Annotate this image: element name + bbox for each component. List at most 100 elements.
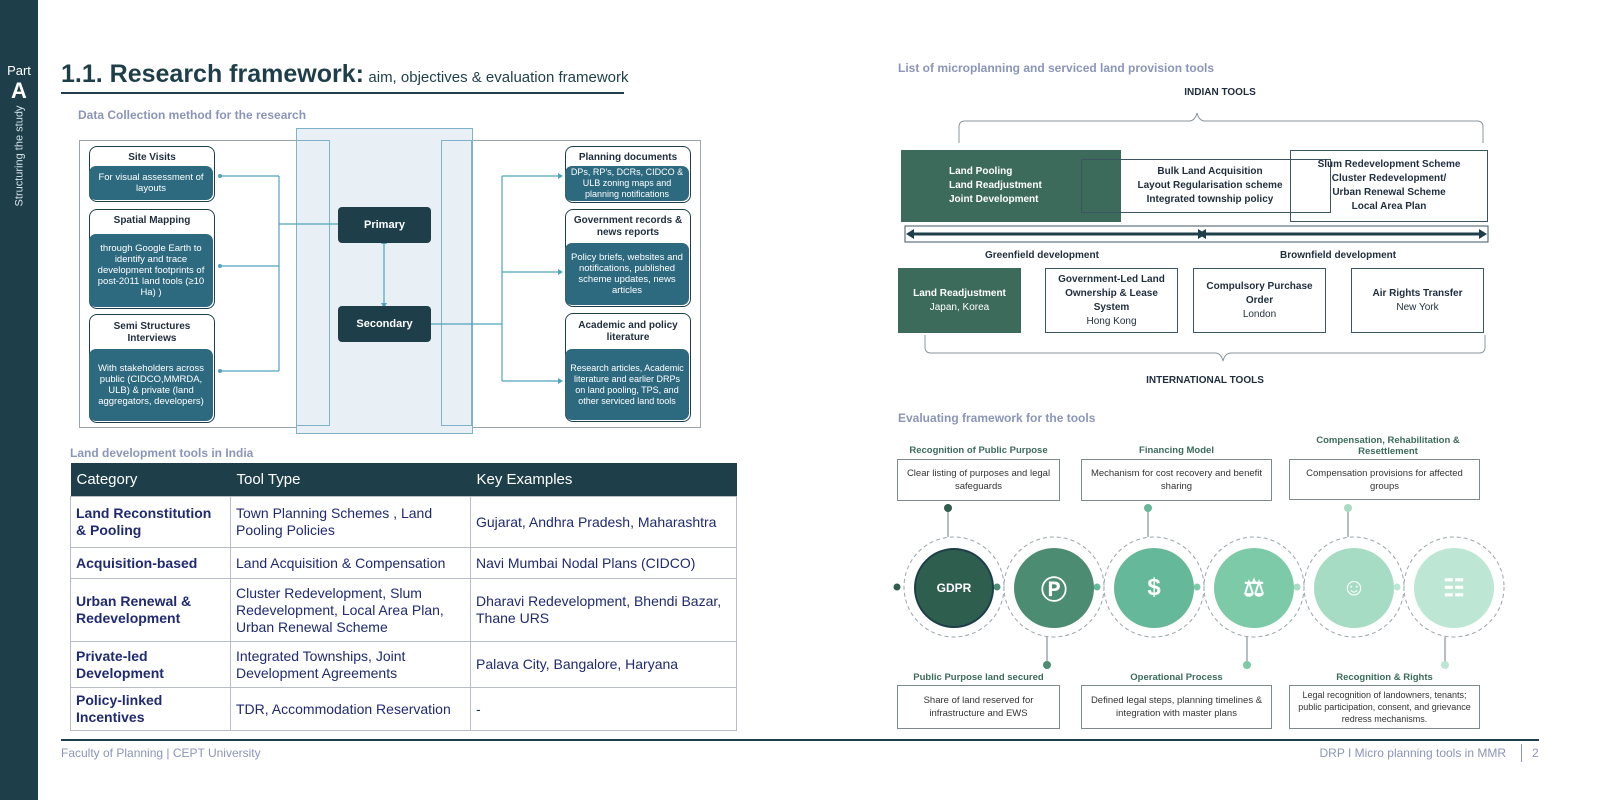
card-body: With stakeholders across public (CIDCO,M… (89, 349, 213, 421)
tool-item: Land Pooling (949, 166, 1013, 177)
eval-bottom-heading: Public Purpose land secured (913, 672, 1044, 683)
data-collection-connectors (218, 173, 563, 384)
secondary-card-planning-documents: Planning documents DPs, RP’s, DCRs, CIDC… (565, 146, 691, 203)
footer-project: DRP I Micro planning tools in MMR (1319, 746, 1506, 760)
table-header-cell: Tool Type (230, 463, 471, 497)
table-cell: Cluster Redevelopment, Slum Redevelopmen… (230, 578, 471, 642)
indian-tool-group-redevelopment: Slum Redevelopment Scheme Cluster Redeve… (1290, 150, 1488, 222)
card-heading: Government records & news reports (573, 215, 683, 238)
page-title-sub: aim, objectives & evaluation framework (368, 69, 629, 86)
table-cell: Navi Mumbai Nodal Plans (CIDCO) (470, 547, 737, 579)
footer-separator (1521, 744, 1522, 762)
secondary-card-government-records: Government records & news reports Policy… (565, 209, 691, 307)
card-body: Research articles, Academic literature a… (565, 349, 689, 420)
tool-item: Land Readjustment (949, 180, 1042, 191)
table-cell: Private-led Development (70, 641, 231, 688)
card-heading: Spatial Mapping (113, 215, 191, 226)
eval-bottom-heading: Recognition & Rights (1336, 672, 1433, 683)
table-cell: Urban Renewal & Redevelopment (70, 578, 231, 642)
intl-tool-new-york: Air Rights Transfer New York (1351, 268, 1484, 333)
table-cell: TDR, Accommodation Reservation (230, 687, 471, 731)
tool-item: Local Area Plan (1351, 201, 1427, 212)
data-collection-label: Data Collection method for the research (78, 108, 307, 122)
card-heading: Semi Structures Interviews (113, 321, 191, 344)
eval-top-heading: Recognition of Public Purpose (909, 445, 1048, 456)
primary-card-site-visits: Site Visits For visual assessment of lay… (89, 146, 215, 202)
coin-icon: Ⓟ (1014, 548, 1094, 628)
table-cell: Acquisition-based (70, 547, 231, 579)
table-row: Acquisition-based Land Acquisition & Com… (70, 547, 737, 579)
indian-tools-label: INDIAN TOOLS (1184, 87, 1256, 98)
international-tools-label: INTERNATIONAL TOOLS (1146, 375, 1264, 386)
evaluation-connectors (893, 504, 1505, 669)
tool-name: Land Readjustment (913, 287, 1006, 299)
primary-card-spatial-mapping: Spatial Mapping through Google Earth to … (89, 209, 215, 309)
gdpr-icon: GDPR (914, 548, 994, 628)
sidebar (0, 0, 38, 800)
intl-tool-land-readjustment: Land Readjustment Japan, Korea (898, 268, 1021, 333)
tools-diagram-lines (904, 112, 1489, 362)
card-heading: Planning documents (578, 152, 678, 163)
eval-bottom-box: Defined legal steps, planning timelines … (1081, 685, 1272, 729)
eval-top-box: Compensation provisions for affected gro… (1289, 459, 1480, 500)
table-cell: Palava City, Bangalore, Haryana (470, 641, 737, 688)
secondary-node: Secondary (338, 306, 431, 342)
eval-bottom-box: Share of land reserved for infrastructur… (897, 685, 1060, 729)
card-heading: Academic and policy literature (578, 320, 678, 343)
table-cell: Dharavi Redevelopment, Bhendi Bazar, Tha… (470, 578, 737, 642)
footer-rule (61, 739, 1539, 741)
indian-tool-group-acquisition-frame (1081, 159, 1331, 213)
page-title-main: 1.1. Research framework: (61, 60, 364, 88)
table-row: Urban Renewal & Redevelopment Cluster Re… (70, 578, 737, 642)
indian-tool-group-pooling: Land Pooling Land Readjustment Joint Dev… (901, 150, 1121, 222)
table-row: Policy-linked Incentives TDR, Accommodat… (70, 687, 737, 731)
tool-name: Government-Led Land Ownership & Lease Sy… (1058, 273, 1165, 313)
tool-name: Compulsory Purchase Order (1206, 280, 1313, 306)
micro-tools-label: List of microplanning and serviced land … (898, 61, 1215, 75)
eval-top-box: Mechanism for cost recovery and benefit … (1081, 459, 1272, 501)
tool-place: Japan, Korea (929, 301, 990, 313)
eval-top-heading: Financing Model (1139, 445, 1214, 456)
family-relocation-icon: ☺ (1314, 548, 1394, 628)
card-body: through Google Earth to identify and tra… (89, 234, 213, 307)
tool-place: New York (1396, 301, 1439, 313)
tool-item: Urban Renewal Scheme (1332, 187, 1446, 198)
table-cell: Policy-linked Incentives (70, 687, 231, 731)
eval-bottom-heading: Operational Process (1130, 672, 1223, 683)
intl-tool-hong-kong: Government-Led Land Ownership & Lease Sy… (1045, 268, 1178, 333)
tool-item: Bulk Land Acquisition (1157, 166, 1263, 177)
table-row: Private-led Development Integrated Towns… (70, 641, 737, 688)
land-tools-label: Land development tools in India (70, 446, 254, 460)
table-cell: Integrated Townships, Joint Development … (230, 641, 471, 688)
table-cell: - (470, 687, 737, 731)
card-body: Policy briefs, websites and notification… (565, 243, 689, 305)
footer-institution: Faculty of Planning | CEPT University (61, 746, 261, 760)
band-divider-right (441, 140, 472, 426)
evaluation-label: Evaluating framework for the tools (898, 411, 1096, 425)
greenfield-label: Greenfield development (985, 250, 1099, 261)
page-number: 2 (1532, 746, 1539, 760)
band-divider-left (296, 140, 330, 426)
table-header-cell: Category (70, 463, 231, 497)
part-label: Part (7, 63, 31, 78)
eval-bottom-box: Legal recognition of landowners, tenants… (1289, 685, 1480, 729)
primary-card-interviews: Semi Structures Interviews With stakehol… (89, 314, 215, 423)
table-cell: Land Reconstitution & Pooling (70, 496, 231, 548)
tool-place: Hong Kong (1086, 315, 1137, 327)
table-cell: Gujarat, Andhra Pradesh, Maharashtra (470, 496, 737, 548)
primary-node: Primary (338, 207, 431, 243)
table-row: Land Reconstitution & Pooling Town Plann… (70, 496, 737, 548)
tool-name: Air Rights Transfer (1372, 287, 1463, 299)
intl-tool-london: Compulsory Purchase Order London (1193, 268, 1326, 333)
brownfield-label: Brownfield development (1280, 250, 1397, 261)
title-underline (61, 92, 624, 94)
part-letter: A (11, 78, 27, 103)
money-cycle-icon: $ (1114, 548, 1194, 628)
card-body: For visual assessment of layouts (89, 166, 213, 200)
secondary-card-academic-literature: Academic and policy literature Research … (565, 313, 691, 422)
rights-icon: ☷ (1414, 548, 1494, 628)
tool-place: London (1242, 308, 1277, 320)
tool-item: Layout Regularisation scheme (1137, 180, 1283, 191)
land-tools-table: Category Tool Type Key Examples Land Rec… (70, 463, 737, 731)
tool-item: Integrated township policy (1146, 194, 1274, 205)
